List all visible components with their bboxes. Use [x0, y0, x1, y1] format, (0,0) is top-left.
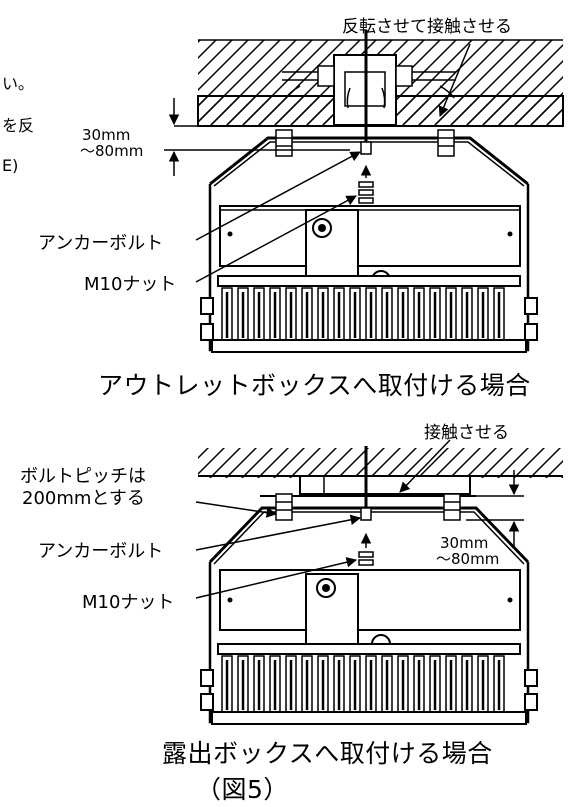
- nut-stack-bottom: [358, 532, 374, 566]
- bolt-pitch-label-1: ボルトピッチは: [20, 466, 146, 487]
- figure-number: （図5）: [196, 775, 289, 804]
- heatsink-fins-top: [221, 287, 505, 341]
- top-dimension-label-1: 30mm: [82, 126, 131, 144]
- top-nut-label: M10ナット: [84, 274, 177, 295]
- bottom-diagram: [195, 439, 563, 725]
- fixture-body-top: [200, 184, 538, 353]
- top-dimension-label-2: ～80mm: [80, 142, 144, 160]
- bottom-dimension-label-2: ～80mm: [436, 550, 500, 568]
- exposed-box: [299, 475, 471, 495]
- leaders-top: [195, 43, 471, 283]
- mounting-bracket-top: [209, 136, 529, 186]
- contact-label: 接触させる: [424, 423, 509, 443]
- ceiling-slab-bottom: [198, 448, 563, 478]
- fixture-body-bottom: [200, 562, 538, 725]
- leaders-bottom: [195, 439, 451, 599]
- bottom-anchor-bolt-label: アンカーボルト: [38, 541, 164, 562]
- bottom-nut-label: M10ナット: [82, 592, 175, 613]
- top-diagram: [164, 30, 564, 353]
- left-edge-fragment-3: E): [2, 156, 19, 175]
- heatsink-fins-bottom: [221, 655, 505, 713]
- dimension-bottom: [466, 470, 524, 546]
- bracket-bolts-bottom: [275, 493, 461, 521]
- bottom-caption: 露出ボックスへ取付ける場合: [162, 739, 493, 768]
- conduits: [282, 65, 456, 109]
- bottom-dimension-label-1: 30mm: [440, 534, 489, 552]
- bolt-pitch-label-2: 200mmとする: [22, 488, 145, 509]
- top-anchor-bolt-label: アンカーボルト: [38, 233, 164, 254]
- nut-stack-top: [358, 164, 374, 204]
- bracket-bolts-top: [275, 129, 455, 157]
- top-caption: アウトレットボックスへ取付ける場合: [98, 371, 531, 400]
- left-edge-fragment-2: を反: [2, 116, 35, 135]
- dimension-top: [164, 98, 365, 176]
- left-edge-fragment-1: い。: [2, 74, 35, 93]
- reverse-contact-label: 反転させて接触させる: [342, 17, 512, 37]
